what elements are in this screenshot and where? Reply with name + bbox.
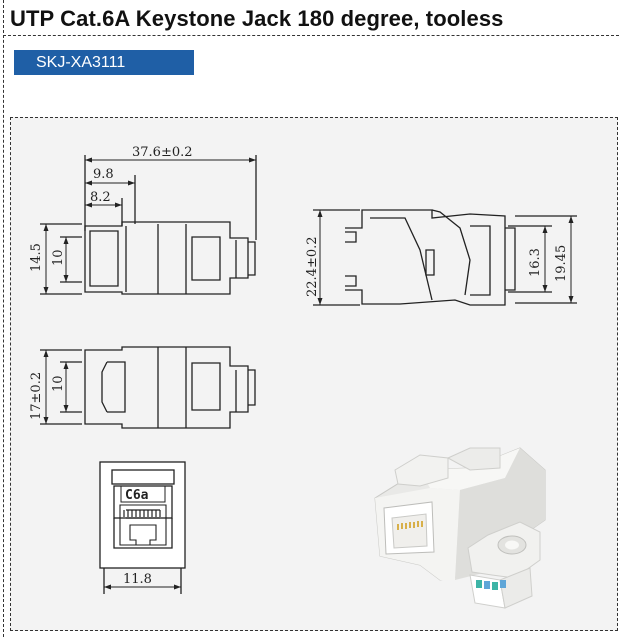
side-view-top-left <box>40 155 257 295</box>
page-title: UTP Cat.6A Keystone Jack 180 degree, too… <box>10 6 504 31</box>
dim-9-8: 9.8 <box>93 167 114 182</box>
product-photo <box>374 447 546 609</box>
header-divider <box>3 35 619 36</box>
dim-10-mid: 10 <box>51 375 66 392</box>
dim-22-4: 22.4±0.2 <box>305 236 320 297</box>
side-view-right <box>313 209 577 306</box>
dim-17: 17±0.2 <box>29 372 44 420</box>
front-logo: C6a <box>125 488 149 503</box>
dim-14-5: 14.5 <box>29 243 44 272</box>
side-view-middle-left <box>40 346 256 429</box>
frame-left-border <box>3 0 4 637</box>
dim-11-8: 11.8 <box>123 572 152 587</box>
dim-10-top: 10 <box>51 249 66 266</box>
dim-total-length: 37.6±0.2 <box>132 145 193 160</box>
dim-8-2: 8.2 <box>90 190 111 205</box>
front-logo-box <box>120 485 166 503</box>
dim-16-3: 16.3 <box>528 248 543 277</box>
model-code-badge: SKJ-XA3111 <box>14 50 194 75</box>
dim-19-45: 19.45 <box>554 245 569 282</box>
